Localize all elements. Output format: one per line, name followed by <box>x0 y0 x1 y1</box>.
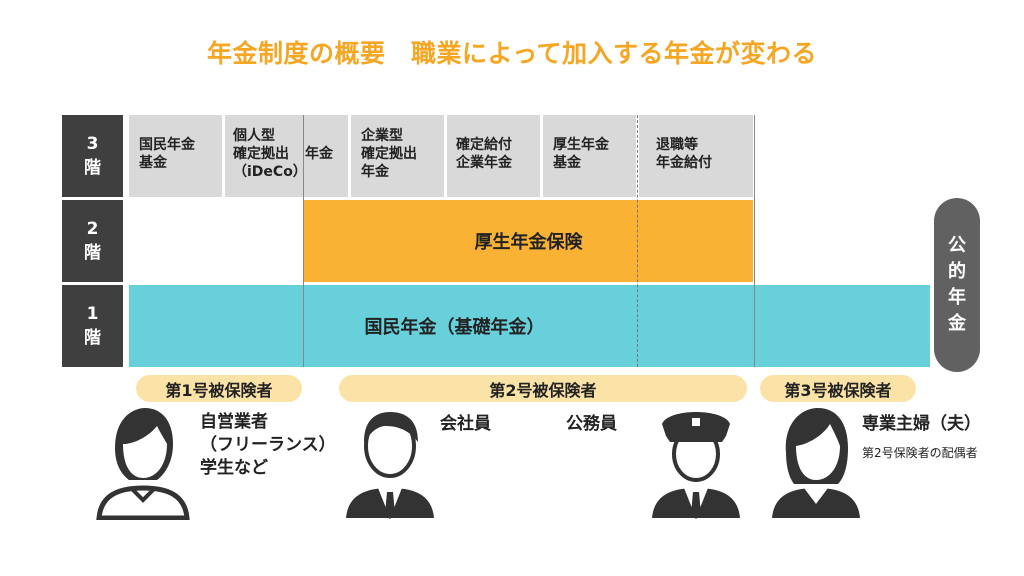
public-pension-label: 公 的 年 金 <box>948 235 966 334</box>
page-title: 年金制度の概要 職業によって加入する年金が変わる <box>206 39 817 68</box>
freelancer-person-icon <box>96 408 190 520</box>
tier3-kosei-kikin-text: 厚生年金 基金 <box>553 137 609 171</box>
homemaker-note: 第2号保険者の配偶者 <box>862 446 978 460</box>
tier1-kokumin-nenkin-band: 国民年金（基礎年金） <box>129 285 930 367</box>
public-pension-badge: 公 的 年 金 <box>934 198 980 372</box>
tier3-cell-ideco <box>225 115 348 197</box>
tier2-label: 厚生年金保険 <box>474 232 583 253</box>
tier2-kosei-nenkin-band: 厚生年金保険 <box>304 200 753 282</box>
tier3-cell-kosei-kikin <box>543 115 636 197</box>
tier3-nenkin-suffix: 年金 <box>305 146 333 162</box>
tier3-cell-kokumin-kikin <box>129 115 222 197</box>
floor-1-kai: 階 <box>84 328 101 348</box>
tier3-db-text: 確定給付 企業年金 <box>456 137 512 171</box>
floor-3-kai: 階 <box>84 158 101 178</box>
floor-3-label: 3 階 <box>62 115 123 197</box>
insured-third-pill: 第3号被保険者 <box>760 375 916 402</box>
separator-line-second-third <box>754 115 755 367</box>
floor-1-number: 1 <box>86 304 99 324</box>
tier3-cell-db <box>447 115 540 197</box>
tier3-cell-taishoku <box>639 115 753 197</box>
civil-servant-person-icon <box>652 412 740 519</box>
tier3-ideco-text: 個人型 確定拠出 （iDeCo） <box>233 128 307 180</box>
tier3-taishoku-text: 退職等 年金給付 <box>656 137 712 171</box>
insured-third-label: 第3号被保険者 <box>784 380 892 400</box>
self-employed-label: 自営業者 （フリーランス） 学生など <box>200 412 336 478</box>
insured-second-pill: 第2号被保険者 <box>339 375 747 402</box>
separator-line-dashed <box>637 115 638 367</box>
separator-line-first-second <box>303 115 304 367</box>
insured-second-label: 第2号被保険者 <box>489 380 597 400</box>
employee-label: 会社員 <box>440 414 491 434</box>
floor-2-number: 2 <box>86 219 99 239</box>
insured-first-pill: 第1号被保険者 <box>136 375 302 402</box>
tier3-kokumin-kikin-text: 国民年金 基金 <box>139 137 195 171</box>
floor-2-kai: 階 <box>84 243 101 263</box>
tier3-cell-kigyo-dc <box>351 115 444 197</box>
employee-person-icon <box>346 412 434 519</box>
tier1-label: 国民年金（基礎年金） <box>364 317 545 338</box>
insured-first-label: 第1号被保険者 <box>165 380 273 400</box>
floor-2-label: 2 階 <box>62 200 123 282</box>
tier3-kigyo-dc-text: 企業型 確定拠出 年金 <box>361 128 417 180</box>
floor-3-number: 3 <box>86 134 99 154</box>
civil-servant-label: 公務員 <box>566 414 617 434</box>
homemaker-label: 専業主婦（夫） <box>862 414 981 434</box>
floor-1-label: 1 階 <box>62 285 123 367</box>
homemaker-person-icon <box>772 408 860 518</box>
